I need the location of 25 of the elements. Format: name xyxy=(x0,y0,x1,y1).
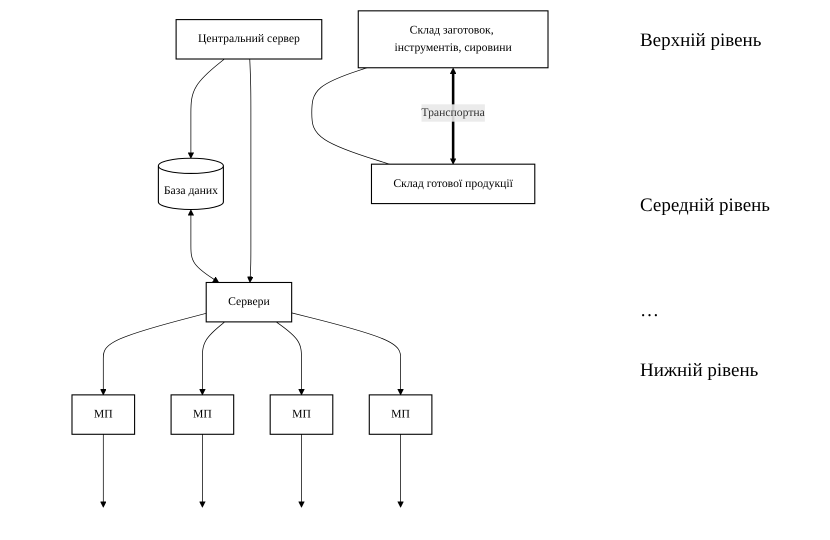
arrow xyxy=(298,434,305,508)
node-box: Склад готової продукції xyxy=(370,164,536,204)
level-label: Середній рівень xyxy=(640,195,770,217)
node-box: МП xyxy=(368,394,432,435)
arrow xyxy=(188,58,225,159)
node-box: Склад заготовок, інструментів, сировини xyxy=(358,10,549,68)
node-box: Сервери xyxy=(206,282,292,322)
level-label: Нижній рівень xyxy=(640,360,758,382)
node-box: Центральний сервер xyxy=(176,19,322,60)
arrow xyxy=(100,312,207,396)
arrow xyxy=(247,58,254,283)
level-label: Верхній рівень xyxy=(640,30,762,52)
arrow xyxy=(188,210,220,283)
arrow xyxy=(291,312,404,396)
node-box: МП xyxy=(270,394,334,435)
arrow xyxy=(199,434,206,508)
edge-label: Транспортна xyxy=(421,106,485,119)
arrow xyxy=(276,322,305,396)
arrow xyxy=(397,434,404,508)
level-label: … xyxy=(640,300,659,322)
node-box: МП xyxy=(170,394,234,435)
node-box: МП xyxy=(71,394,136,435)
connector xyxy=(311,67,390,165)
arrow xyxy=(100,434,106,508)
arrow xyxy=(199,322,226,396)
